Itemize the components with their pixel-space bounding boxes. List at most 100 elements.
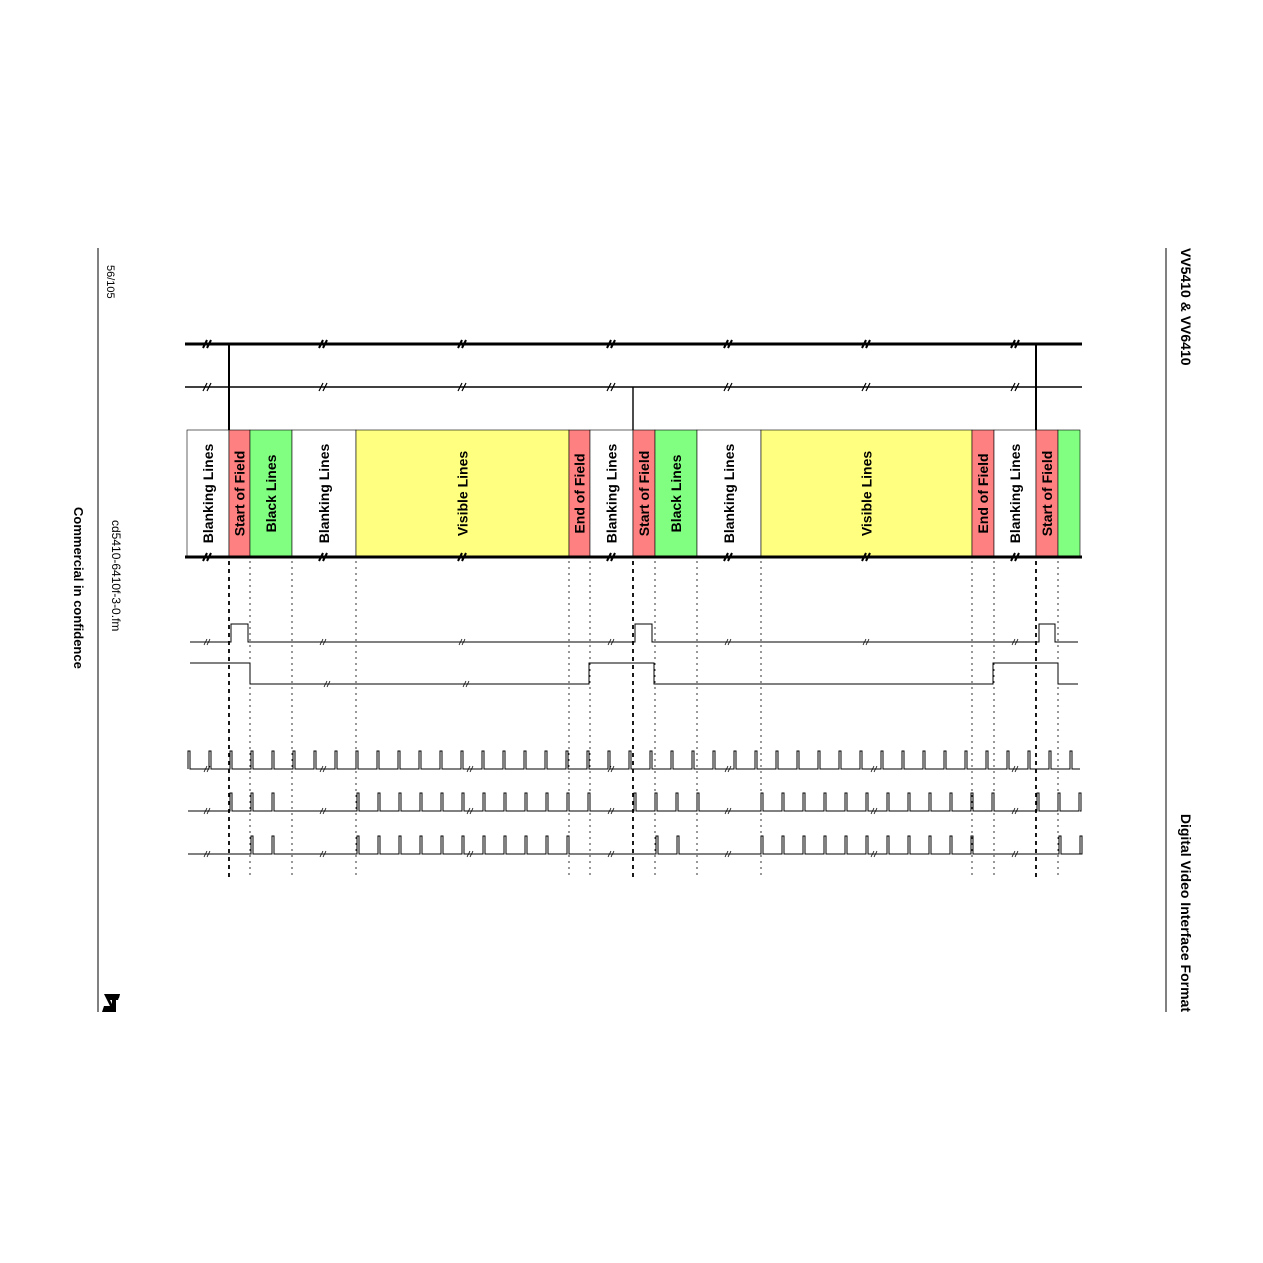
break-mark [610, 339, 616, 349]
break-mark [457, 552, 463, 562]
break-mark [202, 552, 208, 562]
break-mark [610, 552, 616, 562]
break-mark [466, 765, 474, 773]
filename: cd5410-6410f-3-0.fm [109, 520, 123, 631]
break-mark [607, 765, 615, 773]
segment-label: Blanking Lines [316, 444, 332, 544]
segment-label: Visible Lines [859, 451, 875, 537]
break-mark [1011, 765, 1019, 773]
break-mark [862, 638, 870, 646]
break-mark [318, 382, 324, 392]
page-number: 56/105 [104, 265, 116, 299]
break-mark [870, 765, 878, 773]
segment-label: End of Field [975, 453, 991, 533]
break-mark [870, 807, 878, 815]
segment-blanking [291, 429, 357, 558]
segment-label: Start of Field [232, 451, 248, 537]
segment-label: Start of Field [636, 451, 652, 537]
segment-label: Black Lines [263, 454, 279, 532]
break-mark [610, 382, 616, 392]
break-mark [1010, 382, 1016, 392]
segment-label: Visible Lines [455, 451, 471, 537]
segment-black [1057, 429, 1081, 558]
break-mark [203, 638, 211, 646]
break-mark [1010, 552, 1016, 562]
break-mark [727, 339, 733, 349]
segment-label: Start of Field [1039, 451, 1055, 537]
break-mark [865, 339, 871, 349]
segment-label: Blanking Lines [1007, 444, 1023, 544]
break-mark [461, 339, 467, 349]
break-mark [723, 339, 729, 349]
break-mark [462, 680, 470, 688]
break-mark [1014, 339, 1020, 349]
break-mark [202, 382, 208, 392]
break-mark [1014, 382, 1020, 392]
timing-diagram: Blanking Lines Start of Field Black Lines B… [185, 339, 1083, 878]
break-mark [461, 382, 467, 392]
break-mark [461, 552, 467, 562]
break-mark [724, 765, 732, 773]
break-mark [206, 339, 212, 349]
break-mark [607, 850, 615, 858]
break-mark [727, 382, 733, 392]
break-mark [865, 552, 871, 562]
break-mark [607, 638, 615, 646]
break-mark [203, 850, 211, 858]
break-mark [727, 552, 733, 562]
segment-visible [355, 429, 570, 558]
break-mark [322, 552, 328, 562]
break-mark [206, 382, 212, 392]
break-mark [318, 552, 324, 562]
break-mark [1011, 850, 1019, 858]
break-mark [319, 765, 327, 773]
break-mark [606, 339, 612, 349]
signal-video-data [188, 835, 1083, 855]
segment-label: Blanking Lines [200, 444, 216, 544]
segment-black [654, 429, 698, 558]
break-mark [723, 382, 729, 392]
break-mark [861, 339, 867, 349]
break-mark [203, 765, 211, 773]
break-mark [323, 680, 331, 688]
break-mark [203, 807, 211, 815]
signal-line-sync [187, 750, 1080, 770]
break-mark [322, 339, 328, 349]
break-mark [724, 850, 732, 858]
break-mark [606, 382, 612, 392]
break-mark [318, 339, 324, 349]
break-mark [1010, 339, 1016, 349]
break-mark [1011, 638, 1019, 646]
break-mark [1011, 807, 1019, 815]
break-mark [322, 382, 328, 392]
segment-blanking [186, 429, 230, 558]
break-mark [458, 638, 466, 646]
segment-label: Black Lines [668, 454, 684, 532]
segment-blanking [696, 429, 762, 558]
st-logo-icon [102, 994, 120, 1012]
segment-label: Blanking Lines [604, 444, 620, 544]
signal-data-valid [188, 792, 1082, 812]
break-mark [457, 382, 463, 392]
segment-label: Blanking Lines [721, 444, 737, 544]
break-mark [466, 850, 474, 858]
break-mark [723, 552, 729, 562]
break-mark [724, 807, 732, 815]
break-mark [466, 807, 474, 815]
confidentiality-notice: Commercial in confidence [71, 507, 86, 669]
break-mark [319, 807, 327, 815]
break-mark [870, 850, 878, 858]
break-mark [1014, 552, 1020, 562]
signal-field-valid [190, 662, 1078, 685]
break-mark [319, 850, 327, 858]
document-title: VV5410 & VV6410 [1178, 248, 1194, 366]
break-mark [607, 807, 615, 815]
segment-blanking [993, 429, 1037, 558]
signal-start-of-field [190, 623, 1078, 643]
break-mark [206, 552, 212, 562]
break-mark [202, 339, 208, 349]
segment-label: End of Field [572, 453, 588, 533]
break-mark [861, 552, 867, 562]
break-mark [319, 638, 327, 646]
section-title: Digital Video Interface Format [1178, 814, 1194, 1012]
